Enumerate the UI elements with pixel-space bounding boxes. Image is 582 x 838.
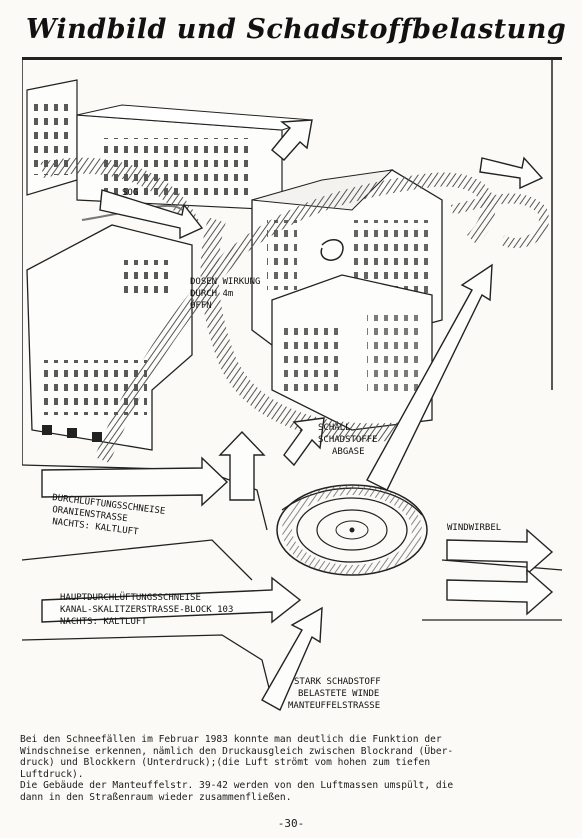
building-back-left [26, 79, 78, 196]
arrow-manteuffel [261, 606, 323, 711]
wind-arrows [41, 119, 554, 711]
label-dosen-2: DURCH 4m [190, 289, 233, 299]
wind-illustration: SOG DOSEN WIRKUNG DURCH 4m ÖFFN SCHALL S… [22, 60, 562, 720]
label-haupt-1: HAUPTDURCHLÜFTUNGSSCHNEISE [60, 592, 201, 603]
arrow-windwirbel-2 [446, 568, 554, 616]
label-schall-1: SCHALL [318, 423, 351, 433]
caption-line: Bei den Schneefällen im Februar 1983 kon… [20, 734, 442, 745]
arrow-top [271, 119, 313, 161]
label-stark-1: STARK SCHADSTOFF [294, 677, 381, 687]
label-stark-3: MANTEUFFELSTRASSE [288, 701, 380, 711]
arrow-northeast [366, 263, 493, 491]
label-dosen-3: ÖFFN [190, 300, 212, 311]
label-sog: SOG [122, 188, 138, 198]
wind-vortex [276, 484, 428, 576]
street-lines [22, 464, 562, 701]
label-windwirbel: WINDWIRBEL [447, 523, 501, 533]
title-underline [22, 57, 562, 60]
label-haupt-2: KANAL-SKALITZERSTRASSE-BLOCK 103 [60, 605, 233, 615]
page-number: -30- [277, 817, 305, 830]
label-dosen-1: DOSEN WIRKUNG [190, 277, 260, 287]
arrow-schall [283, 417, 325, 467]
caption-line: Windschneise erkennen, nämlich den Druck… [20, 745, 454, 757]
arrow-windwirbel-1 [446, 528, 554, 576]
building-right-block [271, 274, 433, 431]
arrow-skalitzerstrasse [41, 576, 302, 624]
arrow-right-top [479, 156, 544, 190]
label-schall-2: SCHADSTOFFE [318, 435, 378, 445]
caption-line: druck) und Blockkern (Unterdruck);(die L… [20, 757, 431, 769]
building-front-left [26, 224, 193, 451]
arrow-up [218, 430, 266, 501]
label-schall-3: ABGASE [332, 447, 365, 457]
label-haupt-3: NACHTS: KALTLUFT [60, 617, 147, 627]
caption-line: Luftdruck). [20, 768, 84, 780]
label-stark-2: BELASTETE WINDE [298, 689, 379, 699]
caption-line: dann in den Straßenraum wieder zusammenf… [20, 791, 292, 803]
page-title: Windbild und Schadstoffbelastung [26, 14, 567, 45]
caption-text: Bei den Schneefällen im Februar 1983 kon… [20, 734, 565, 804]
caption-line: Die Gebäude der Manteuffelstr. 39-42 wer… [20, 780, 454, 792]
arrow-oranienstrasse [41, 456, 229, 507]
arrow-sog [99, 189, 204, 240]
